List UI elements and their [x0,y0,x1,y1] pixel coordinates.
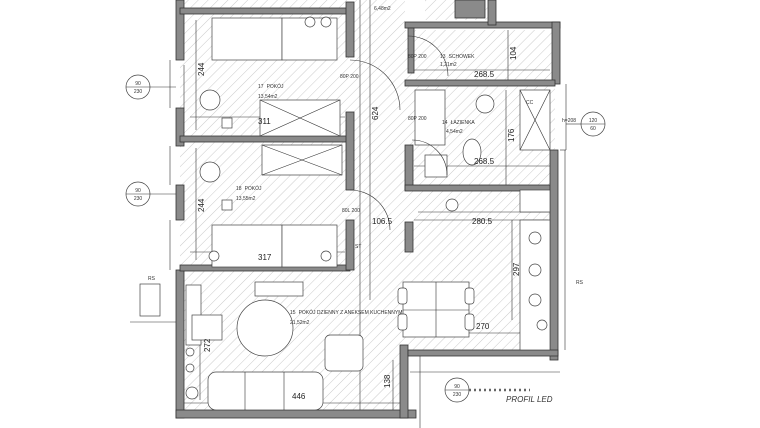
door-label-4: 80L 200 [342,208,360,214]
radiator-box [139,283,161,317]
room-18-furniture [199,144,343,268]
room-13-area: 1,21m2 [440,62,457,68]
room-15-number: 15 [290,310,296,316]
dim-244-top: 244 [197,62,206,76]
dim-270: 270 [476,322,490,331]
window-tag-4-bottom: 230 [453,392,462,398]
top-area-label: 6,48m2 [374,6,391,12]
dim-311: 311 [258,117,271,126]
dim-138: 138 [383,374,392,388]
living-room-furniture [185,281,364,411]
rs-label-right: RS [576,280,584,286]
dim-297: 297 [512,262,521,276]
room-17-name: POKÓJ [267,83,284,90]
dimension-labels: 244 311 244 317 268.5 104 268.5 176 280.… [197,46,521,401]
cc-label: CC [526,100,534,106]
dim-624: 624 [371,106,380,120]
window-tag-1-bottom: 230 [134,89,143,95]
room-15-area: 21,52m2 [290,320,310,326]
window-tag-3-bottom: 60 [590,126,596,132]
room-13-name: SCHOWEK [449,54,476,60]
dim-272: 272 [203,338,212,352]
room-17-number: 17 [258,84,264,90]
door-labels: 80P 200 80P 200 80P 200 80L 200 [340,54,427,214]
dim-104: 104 [509,46,518,60]
room-18-area: 13,55m2 [236,196,256,202]
room-17-area: 13,54m2 [258,94,278,100]
window-tag-4-top: 90 [454,384,460,390]
dim-317: 317 [258,253,272,262]
room-18-number: 18 [236,186,242,192]
st-label: ST [355,244,361,250]
room-18-name: POKÓJ [245,185,262,192]
window-tags: 90 230 90 230 120 60 90 230 [125,74,606,403]
dim-176: 176 [507,128,516,142]
door-swings [349,35,449,231]
profil-led-label: PROFIL LED [506,395,553,404]
door-label-1: 80P 200 [340,74,359,80]
dim-446: 446 [292,392,306,401]
window-tag-1-top: 90 [135,81,141,87]
walls [175,0,561,419]
room-14-name: ŁAZIENKA [451,120,476,126]
dim-280-5: 280.5 [472,217,493,226]
height-label: h=208 [562,118,576,124]
door-label-2: 80P 200 [408,54,427,60]
kitchen-dining-furniture [397,189,551,351]
window-tag-2-bottom: 230 [134,196,143,202]
dim-106-5: 106.5 [372,217,393,226]
room-14-area: 4,54m2 [446,129,463,135]
dim-268-5-bottom: 268.5 [474,157,495,166]
door-label-3: 80P 200 [408,116,427,122]
room-15-name: POKÓJ DZIENNY Z ANEKSEM KUCHENNYM [299,309,403,316]
rs-label-left: RS [148,276,156,282]
room-14-number: 14 [442,120,448,126]
dim-244-bottom: 244 [197,198,206,212]
dim-268-5-top: 268.5 [474,70,495,79]
room-17-furniture [199,16,341,137]
room-13-number: 13 [440,54,446,60]
window-tag-2-top: 90 [135,188,141,194]
bathroom-fixtures [414,89,551,178]
window-tag-3-top: 120 [589,118,598,124]
